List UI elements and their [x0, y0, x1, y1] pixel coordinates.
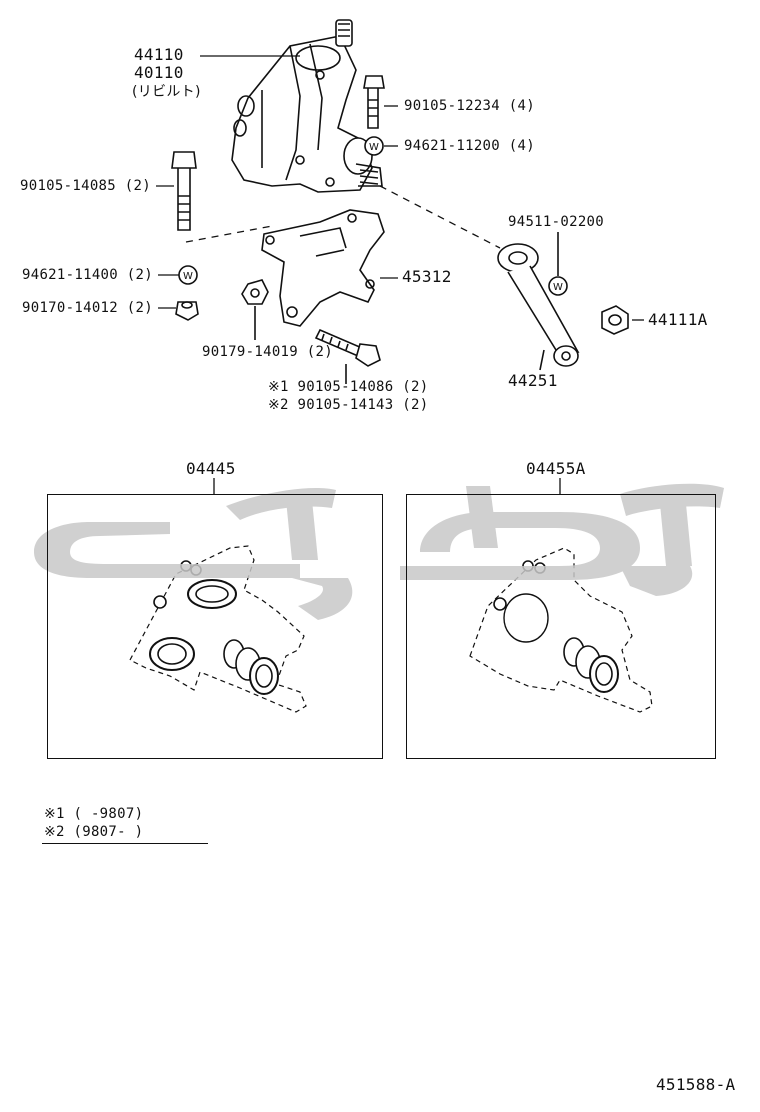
kit-04445-seals-icon [129, 545, 307, 713]
kit-leader-lines [213, 478, 561, 494]
part-label-90170-14012[interactable]: 90170-14012 (2) [22, 300, 153, 316]
part-label-90105-14086[interactable]: ※1 90105-14086 (2) [268, 379, 429, 395]
nut-14012-icon [175, 301, 199, 321]
bolt-14086-icon [314, 328, 381, 384]
kit-label-04455a[interactable]: 04455A [526, 459, 586, 478]
part-label-44251[interactable]: 44251 [508, 371, 558, 390]
part-label-45312[interactable]: 45312 [402, 267, 452, 286]
kit-04455a-frame [406, 494, 716, 759]
diagram-id: 451588-A [656, 1075, 736, 1094]
part-label-44111a[interactable]: 44111A [648, 310, 708, 329]
washer-02200-glyph: W [553, 282, 563, 293]
bolt-14085-icon [171, 151, 197, 231]
assembly-guide-lines [185, 185, 501, 249]
part-label-90105-14085[interactable]: 90105-14085 (2) [20, 178, 151, 194]
part-label-90179-14019[interactable]: 90179-14019 (2) [202, 344, 333, 360]
part-label-94621-11200[interactable]: 94621-11200 (4) [404, 138, 535, 154]
kit-label-04445[interactable]: 04445 [186, 459, 236, 478]
part-label-90105-14143[interactable]: ※2 90105-14143 (2) [268, 397, 429, 413]
kit-04455a-seals-icon [469, 547, 653, 713]
kit-04445-frame [47, 494, 383, 759]
bracket-45312-icon [261, 209, 385, 327]
pitman-arm-44251-icon [497, 243, 580, 371]
washer-11400-glyph: W [183, 271, 193, 282]
part-label-44110[interactable]: 44110 [134, 45, 184, 64]
footnote-1: ※1 ( -9807) [44, 806, 144, 822]
part-label-94511-02200[interactable]: 94511-02200 [508, 214, 605, 230]
part-label-rebuilt-note: (リビルト) [132, 84, 201, 100]
leader-lines [156, 55, 644, 321]
footnote-divider [42, 843, 208, 844]
washer-11200-icon [364, 136, 384, 156]
bolt-12234-icon [363, 75, 385, 129]
footnote-2: ※2 (9807- ) [44, 824, 144, 840]
part-label-94621-11400[interactable]: 94621-11400 (2) [22, 267, 153, 283]
washer-11200-glyph: W [369, 142, 379, 153]
part-label-40110[interactable]: 40110 [134, 63, 184, 82]
nut-44111a-icon [601, 305, 629, 335]
washer-02200-icon [548, 232, 568, 296]
nut-14019-icon [241, 279, 269, 340]
part-label-90105-12234[interactable]: 90105-12234 (4) [404, 98, 535, 114]
